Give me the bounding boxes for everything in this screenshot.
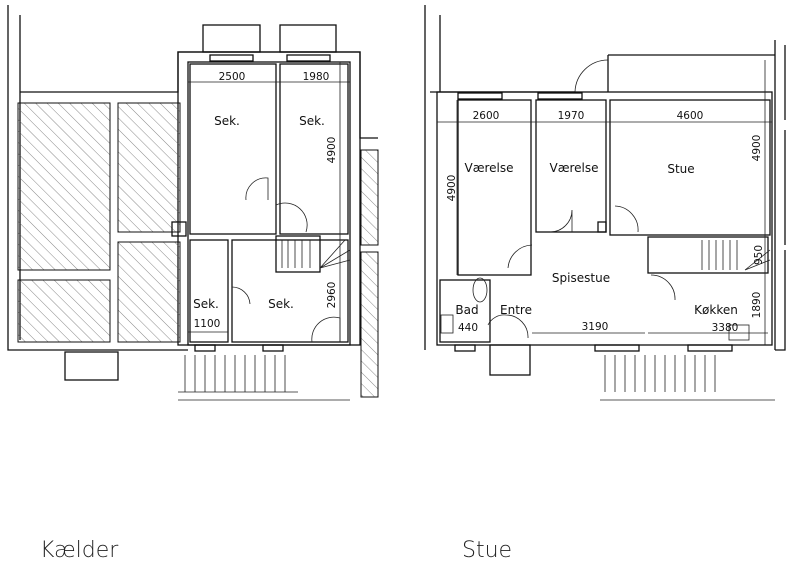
windows xyxy=(454,92,733,352)
dimension-label: 440 xyxy=(458,322,478,334)
plan-caption: Stue xyxy=(462,538,512,563)
dimension-label: 2600 xyxy=(473,110,500,122)
dimension-label: 1980 xyxy=(303,71,330,83)
dimension-label: 2500 xyxy=(219,71,246,83)
room-label: Værelse xyxy=(464,161,513,175)
dimension-label: 950 xyxy=(753,245,765,265)
dimension-label: 4900 xyxy=(751,135,763,162)
room-label: Stue xyxy=(667,162,694,176)
room-label: Sek. xyxy=(214,114,240,128)
dimension-lines xyxy=(188,62,350,342)
dimension-label: 4900 xyxy=(326,137,338,164)
room-label: Bad xyxy=(455,303,478,317)
stair xyxy=(275,235,351,273)
dimension-label: 1100 xyxy=(194,318,221,330)
room-label: Værelse xyxy=(549,161,598,175)
plan-kaelder: Sek. Sek. Sek. Sek. 2500 1980 4900 2960 … xyxy=(7,5,379,563)
plan-caption: Kælder xyxy=(40,538,119,563)
dimension-label: 4600 xyxy=(677,110,704,122)
dimension-lines xyxy=(437,60,772,345)
room-label: Entre xyxy=(500,303,532,317)
dimension-label: 3380 xyxy=(712,322,739,334)
room-label: Sek. xyxy=(193,297,219,311)
room-label: Sek. xyxy=(299,114,325,128)
room-label: Sek. xyxy=(268,297,294,311)
dimension-label: 2960 xyxy=(326,282,338,309)
dimension-label: 3190 xyxy=(582,321,609,333)
windows xyxy=(64,24,337,381)
room-label: Spisestue xyxy=(552,271,610,285)
plan-stue: Værelse Værelse Stue Spisestue Bad Entre… xyxy=(424,5,786,563)
room-label: Køkken xyxy=(694,303,738,317)
dimension-label: 4900 xyxy=(446,175,458,202)
dimension-label: 1970 xyxy=(558,110,585,122)
hatched-areas xyxy=(17,102,379,398)
dimension-label: 1890 xyxy=(751,292,763,319)
